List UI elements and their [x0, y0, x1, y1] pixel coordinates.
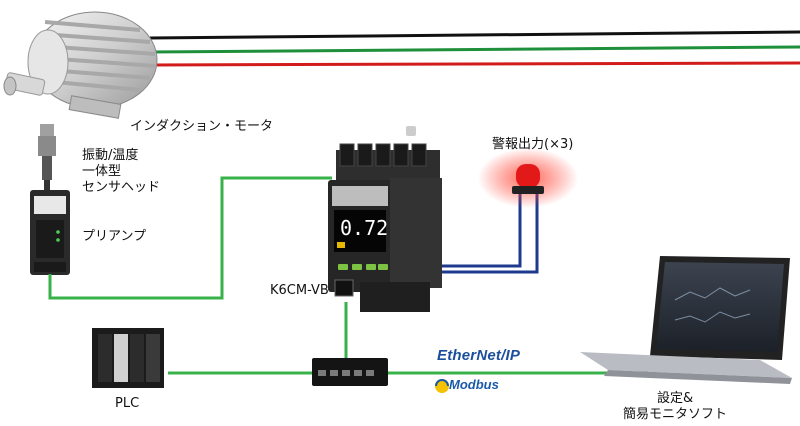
alarm-cables: [432, 192, 539, 274]
sensor-label: 振動/温度 一体型 センサヘッド: [82, 148, 160, 196]
sensor-label-line-3: センサヘッド: [82, 180, 161, 195]
modbus-logo: Modbus: [433, 374, 518, 398]
device-display-value: 0.72: [340, 216, 389, 240]
preamp: [30, 190, 70, 275]
device-label: K6CM-VB: [270, 283, 329, 298]
software-label: 設定& 簡易モニタソフト: [623, 391, 727, 423]
sensor-label-line-1: 振動/温度: [82, 148, 139, 163]
alarm-label: 警報出力(×3): [492, 137, 574, 152]
sensor-label-line-2: 一体型: [82, 164, 122, 179]
beacon: [478, 148, 578, 208]
modbus-logo-text: Modbus: [449, 377, 499, 392]
k6cm-device: [328, 126, 442, 312]
modbus-icon: [435, 379, 449, 393]
preamp-label: プリアンプ: [82, 229, 147, 244]
induction-motor: [3, 11, 158, 119]
laptop: [580, 256, 792, 384]
network-switch: [312, 358, 388, 386]
motor-wires: [149, 30, 800, 67]
plc-label: PLC: [115, 396, 140, 411]
sensor-head: [38, 124, 56, 190]
plc: [92, 328, 164, 388]
software-label-line-1: 設定&: [656, 391, 694, 406]
software-label-line-2: 簡易モニタソフト: [623, 407, 728, 422]
motor-label: インダクション・モータ: [130, 119, 274, 134]
ethernet-ip-logo: EtherNet/IP: [437, 347, 521, 364]
